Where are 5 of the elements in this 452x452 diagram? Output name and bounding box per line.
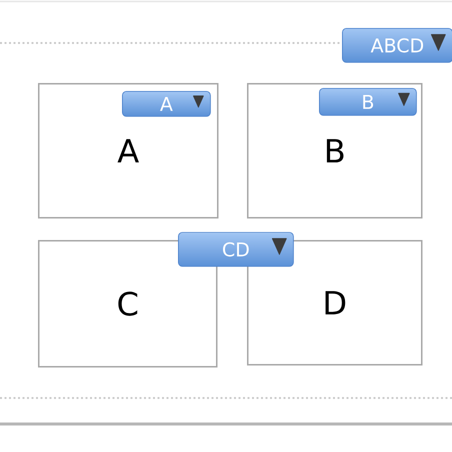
content-box: C: [38, 240, 218, 368]
dropdown-button: B: [319, 88, 417, 116]
dropdown-button: A: [122, 91, 211, 117]
dropdown-button: CD: [178, 232, 294, 267]
dropdown-button: ABCD: [342, 28, 452, 63]
